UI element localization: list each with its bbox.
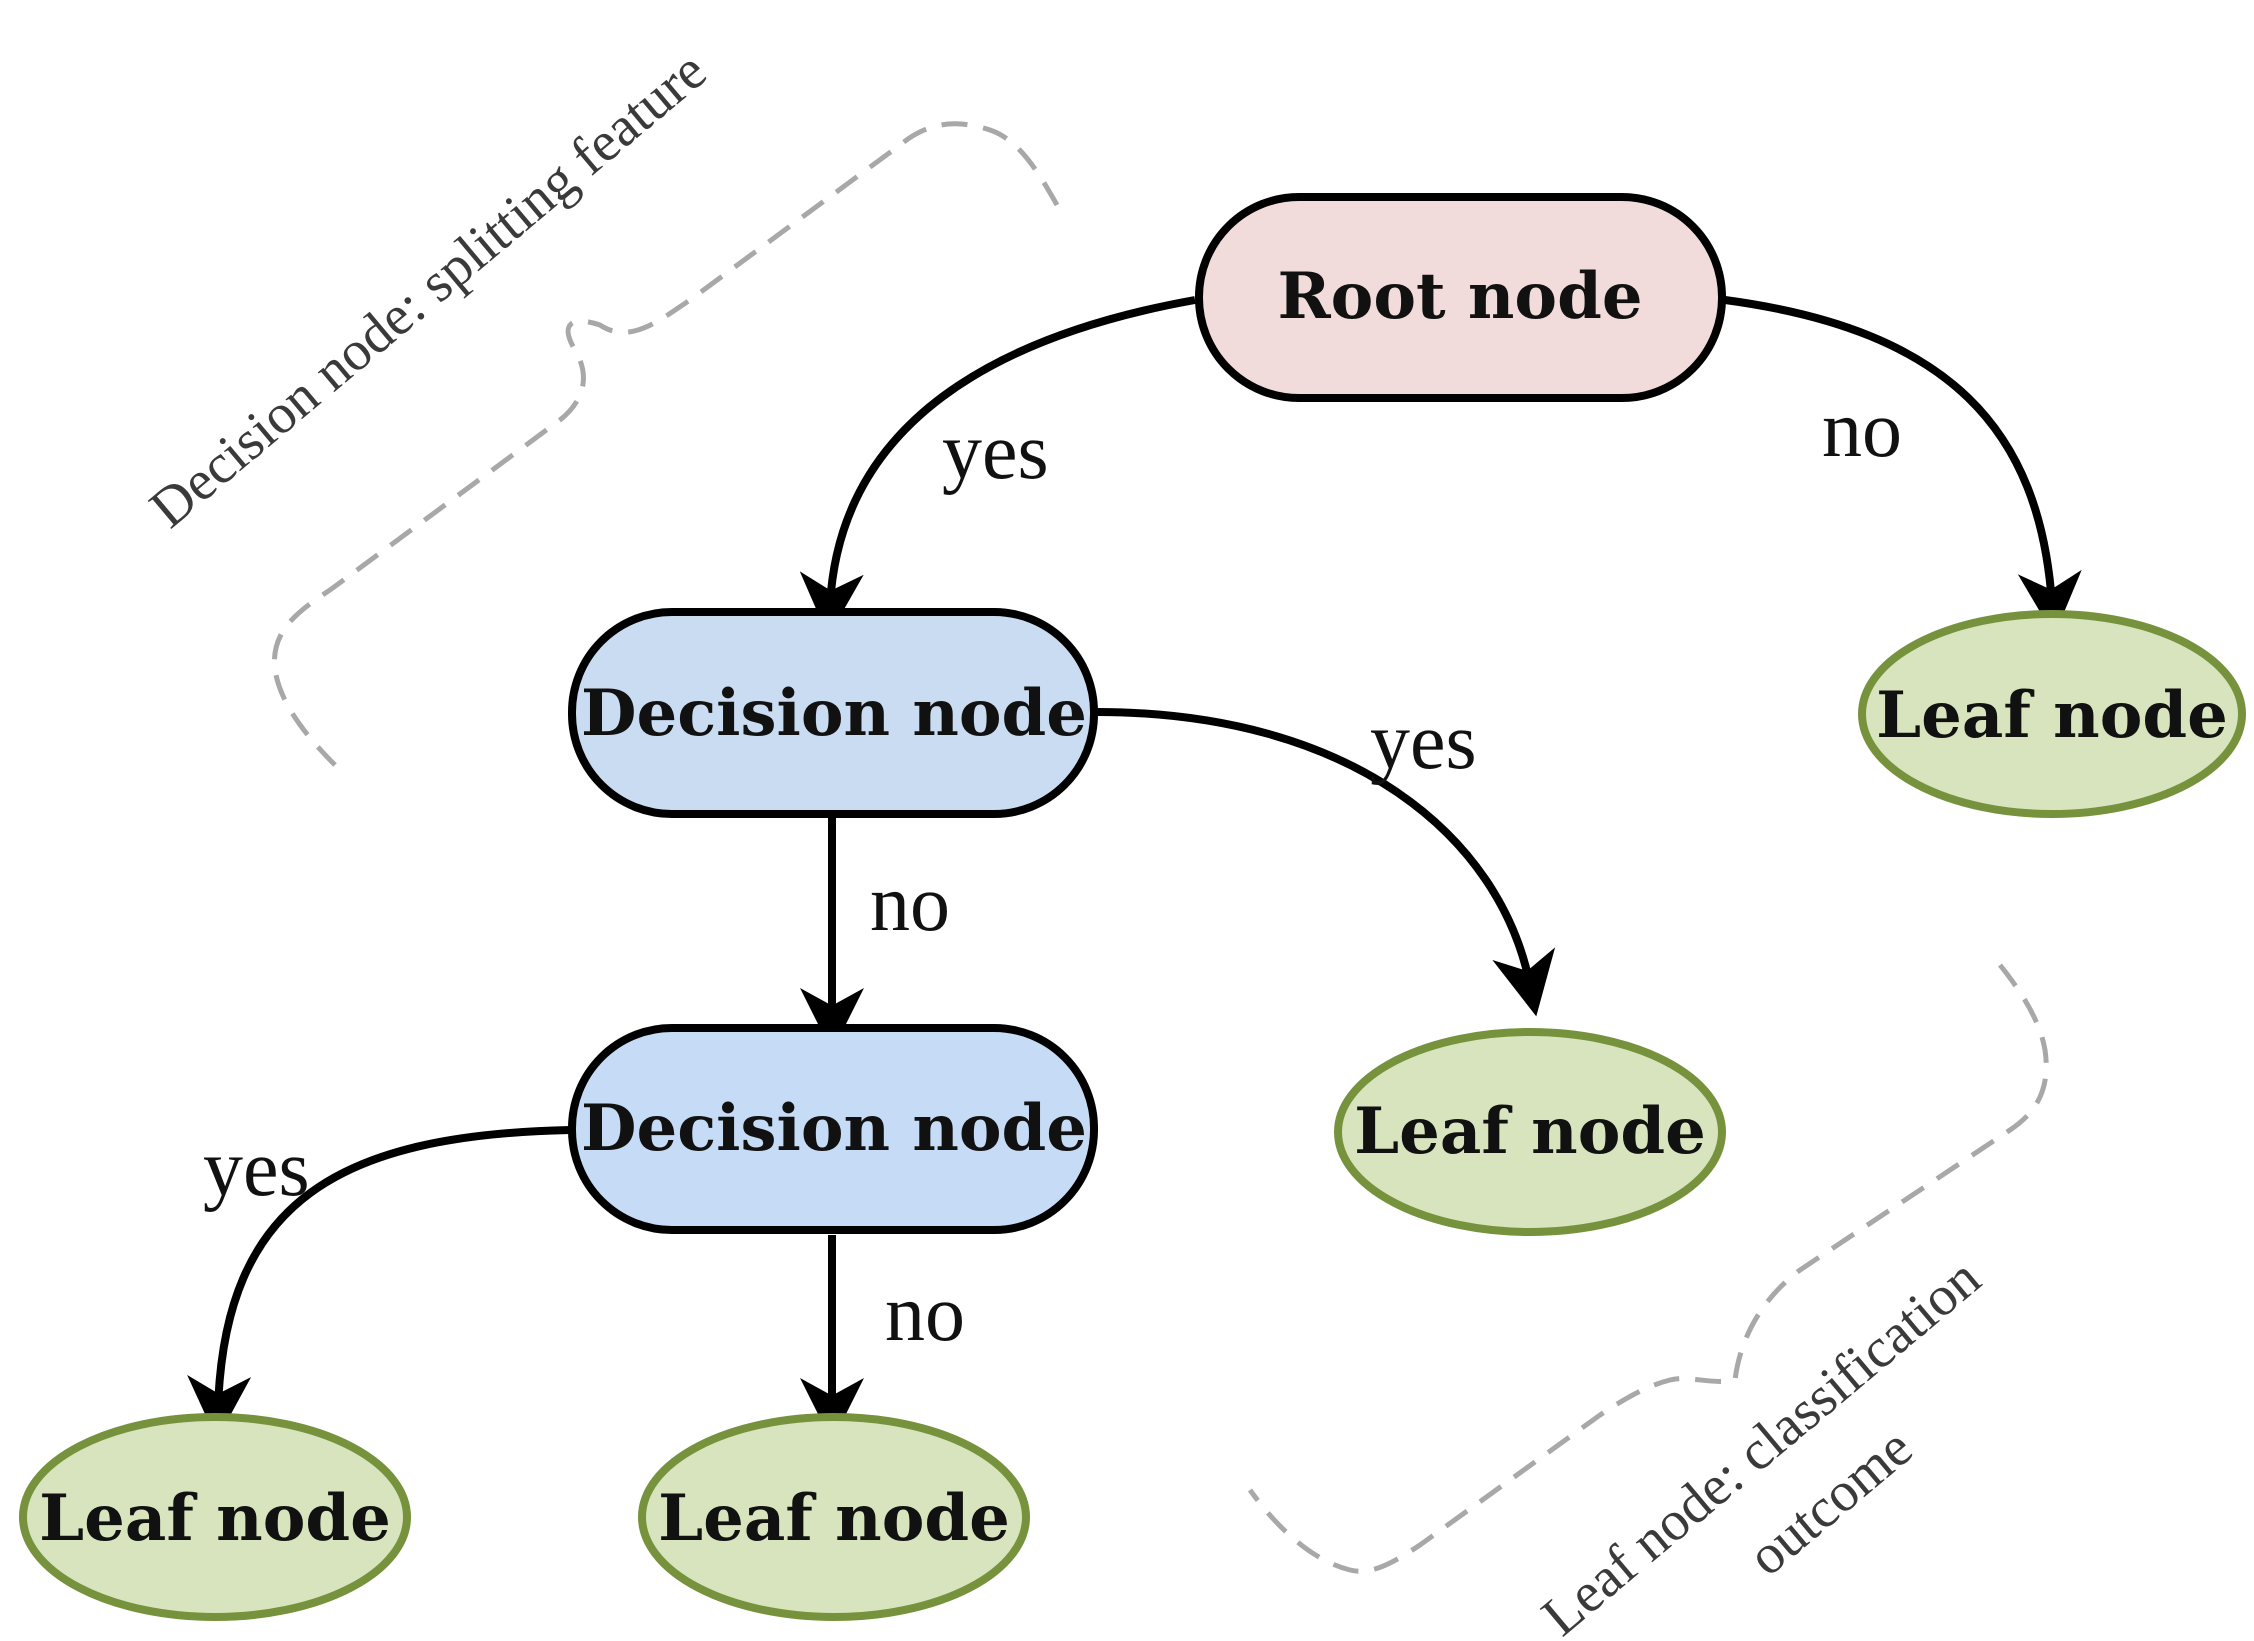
leaf-node-decision2-yes-label: Leaf node: [39, 1481, 391, 1556]
leaf-annotation-brace: [1247, 963, 2049, 1574]
root-node-label: Root node: [1277, 259, 1642, 334]
leaf-node-decision2-yes-shape: [19, 1413, 411, 1621]
edge-root-no: [1724, 296, 2082, 636]
decision-node-2-shape: [568, 1024, 1098, 1234]
edge-root-yes: [799, 296, 1196, 637]
edge-label-root-yes: yes: [942, 408, 1049, 496]
decision-annotation-brace: [271, 121, 1060, 767]
leaf-node-decision1-yes-shape: [1334, 1028, 1726, 1236]
leaf-node-decision2-no-label: Leaf node: [658, 1481, 1010, 1556]
edge-decision1-yes: [1096, 708, 1556, 1017]
leaf-node-root-no-shape: [1858, 610, 2246, 818]
edge-label-root-no: no: [1822, 386, 1902, 474]
decision-node-1-shape: [568, 608, 1098, 818]
leaf-node-decision2-no-shape: [638, 1413, 1030, 1621]
edge-decision2-yes: [187, 1126, 571, 1440]
decision-node-annotation: Decision node: splitting feature: [139, 40, 719, 540]
decision-node-2-label: Decision node: [581, 1091, 1087, 1166]
leaf-node-annotation-line1: Leaf node: classification: [1531, 1247, 1993, 1641]
decision-node-1-label: Decision node: [581, 676, 1087, 751]
leaf-node-decision1-yes-label: Leaf node: [1354, 1094, 1706, 1169]
edge-label-decision2-yes: yes: [203, 1125, 310, 1213]
edge-label-decision1-no: no: [870, 860, 950, 948]
edge-label-decision1-yes: yes: [1370, 698, 1477, 786]
root-node-shape: [1195, 193, 1726, 402]
leaf-node-root-no-label: Leaf node: [1876, 678, 2228, 753]
edge-label-decision2-no: no: [885, 1270, 965, 1358]
